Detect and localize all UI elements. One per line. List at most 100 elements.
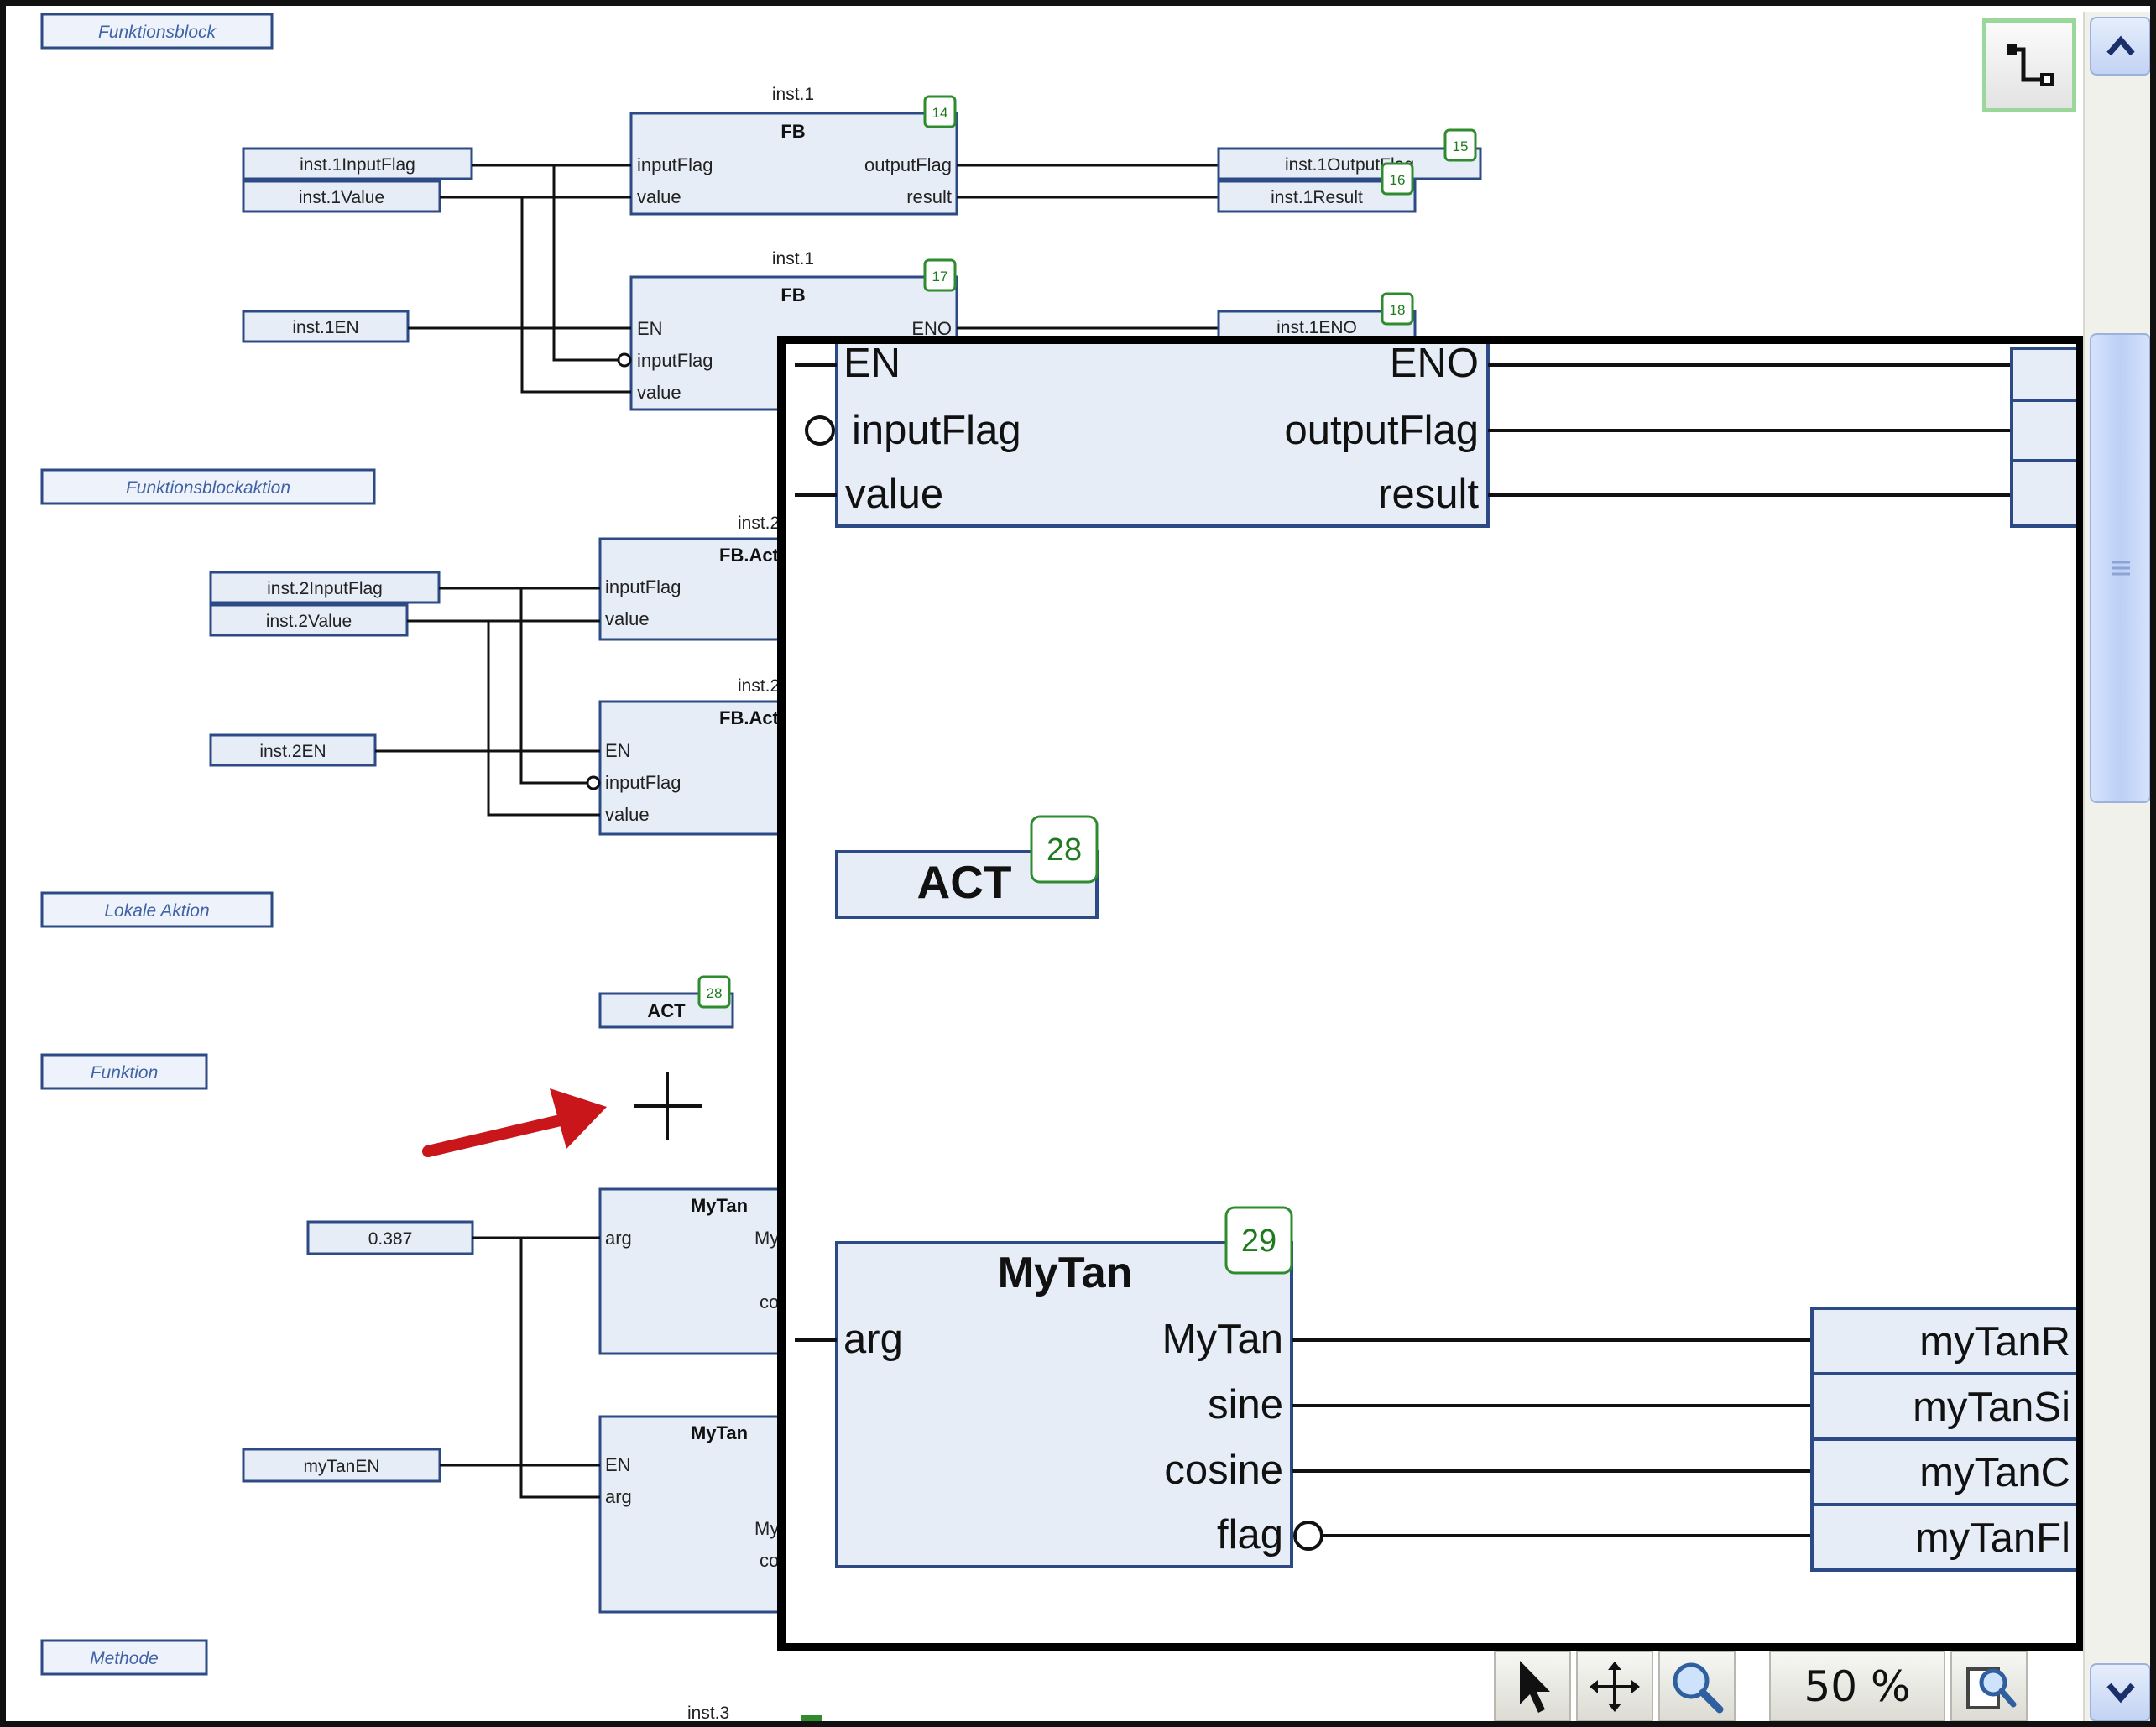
zoom-output-box[interactable]: myTanSi xyxy=(1810,1372,2083,1441)
variable-label: myTanR xyxy=(1919,1319,2070,1364)
input-variable-box[interactable]: 0.387 xyxy=(306,1220,474,1255)
zoom-frame xyxy=(777,336,2083,1651)
pin-label: EN xyxy=(637,318,663,339)
connection-wire xyxy=(795,1338,1812,1537)
connection-wire[interactable] xyxy=(408,165,631,394)
connection-wire[interactable] xyxy=(440,164,631,199)
variable-label: inst.2InputFlag xyxy=(267,579,383,598)
block-number-badge: 16 xyxy=(1381,162,1414,196)
pin-label: EN xyxy=(605,1454,631,1475)
pin-label: inputFlag xyxy=(852,408,1021,453)
input-variable-box[interactable]: inst.1Value xyxy=(242,180,441,213)
pin-label: inputFlag xyxy=(605,577,681,597)
section-label: Funktionsblock xyxy=(98,23,217,42)
scroll-down-button[interactable] xyxy=(2090,1663,2150,1721)
connection-wire xyxy=(1488,363,2012,497)
variable-label: myTanEN xyxy=(303,1457,379,1476)
section-label: Funktion xyxy=(91,1063,159,1083)
action-label: ACT xyxy=(647,1000,686,1021)
zoom-output-box[interactable]: myTanFl xyxy=(1810,1503,2083,1572)
zoom-output-box[interactable]: myTanC xyxy=(1810,1437,2083,1506)
zoom-output-box[interactable]: myTanR xyxy=(1810,1307,2083,1375)
pointer-tool-button[interactable] xyxy=(1494,1651,1571,1721)
connection-wire[interactable] xyxy=(407,587,600,623)
pin-label: outputFlag xyxy=(864,154,952,175)
move-icon xyxy=(1590,1661,1640,1712)
scroll-up-icon xyxy=(2106,35,2135,56)
zoom-fb-block[interactable]: EN inputFlag value ENO outputFlag result xyxy=(835,308,1490,528)
svg-text:17: 17 xyxy=(932,269,948,284)
block-number-badge: 29 xyxy=(1224,1206,1293,1275)
pin-label: inputFlag xyxy=(637,154,713,175)
pin-label: value xyxy=(605,804,650,825)
pin-label: result xyxy=(906,186,952,207)
negation-circle xyxy=(1293,1521,1323,1551)
negation-circle xyxy=(805,415,835,446)
block-type: MyTan xyxy=(691,1422,748,1443)
negation-circle xyxy=(586,775,601,790)
input-variable-box[interactable]: inst.2InputFlag xyxy=(209,571,441,604)
block-type: MyTan xyxy=(998,1249,1133,1297)
section-label: Methode xyxy=(90,1649,159,1668)
zoom-mytan-block[interactable]: MyTan arg MyTan sine cosine flag xyxy=(835,1241,1293,1568)
connection-wire xyxy=(795,363,837,497)
fb-action-block-2[interactable]: FB.Action EN inputFlag value xyxy=(598,700,807,836)
zoom-page-button[interactable] xyxy=(1950,1651,2028,1721)
section-funktion[interactable]: Funktion xyxy=(40,1053,208,1090)
variable-label: inst.1InputFlag xyxy=(300,155,415,175)
connection-wire[interactable] xyxy=(375,588,600,817)
connection-wire[interactable] xyxy=(957,164,1219,199)
pin-label: inputFlag xyxy=(637,350,713,371)
section-funktionsblock[interactable]: Funktionsblock xyxy=(40,13,274,50)
section-methode[interactable]: Methode xyxy=(40,1639,208,1676)
input-variable-box[interactable]: myTanEN xyxy=(242,1448,441,1483)
diagram-canvas[interactable]: Funktionsblock Funktionsblockaktion Loka… xyxy=(6,6,2083,1721)
action-label: ACT xyxy=(916,856,1011,908)
svg-text:15: 15 xyxy=(1453,138,1469,154)
block-number-badge: 17 xyxy=(923,258,957,292)
variable-label: inst.1Value xyxy=(299,188,384,207)
zoom-level-field[interactable]: 50 % xyxy=(1769,1651,1945,1721)
pin-label: result xyxy=(1378,472,1479,517)
block-instance-label: inst.2 xyxy=(738,676,780,696)
fb-block-1[interactable]: FB inputFlag value outputFlag result xyxy=(629,112,958,216)
toolbar-spacer xyxy=(1741,1651,1764,1721)
zoom-act-box[interactable]: ACT xyxy=(835,850,1099,919)
zoom-page-icon xyxy=(1966,1667,2017,1709)
section-funktionsblockaktion[interactable]: Funktionsblockaktion xyxy=(40,468,376,505)
variable-label: inst.2EN xyxy=(259,742,326,761)
block-type: FB xyxy=(780,284,805,305)
block-number-badge: 28 xyxy=(697,975,731,1009)
connection-wire[interactable] xyxy=(440,1238,600,1499)
block-number-badge: 18 xyxy=(1381,292,1414,326)
fb-action-block-1[interactable]: FB.Action inputFlag value xyxy=(598,537,807,641)
section-lokale-aktion[interactable]: Lokale Aktion xyxy=(40,891,274,928)
zoom-icon xyxy=(1673,1662,1724,1713)
section-label: Lokale Aktion xyxy=(104,901,209,921)
svg-text:28: 28 xyxy=(707,985,723,1001)
variable-label: myTanC xyxy=(1919,1450,2070,1495)
svg-text:18: 18 xyxy=(1390,302,1406,318)
zoom-toolbar: 50 % xyxy=(1494,1651,2028,1721)
vertical-scrollbar[interactable] xyxy=(2083,12,2150,1721)
pin-label: value xyxy=(605,608,650,629)
scroll-thumb[interactable] xyxy=(2090,333,2150,803)
pin-label: value xyxy=(845,472,943,517)
block-type: FB xyxy=(780,121,805,142)
input-variable-box[interactable]: inst.2EN xyxy=(209,733,377,767)
grip-icon xyxy=(2111,561,2130,576)
zoom-output-box xyxy=(2010,399,2080,462)
input-variable-box[interactable]: inst.1InputFlag xyxy=(242,147,473,180)
red-arrow-icon xyxy=(422,1088,607,1157)
wire-mode-button[interactable] xyxy=(1982,18,2076,112)
zoom-tool-button[interactable] xyxy=(1658,1651,1736,1721)
input-variable-box[interactable]: inst.1EN xyxy=(242,310,410,343)
input-variable-box[interactable]: inst.2Value xyxy=(209,603,409,637)
output-variable-box[interactable]: inst.1OutputFlag xyxy=(1217,147,1482,180)
scroll-up-button[interactable] xyxy=(2090,17,2150,76)
block-instance-label: inst.1 xyxy=(772,85,814,104)
pin-label: arg xyxy=(605,1228,632,1249)
move-tool-button[interactable] xyxy=(1576,1651,1653,1721)
pin-label: ENO xyxy=(1390,341,1479,386)
